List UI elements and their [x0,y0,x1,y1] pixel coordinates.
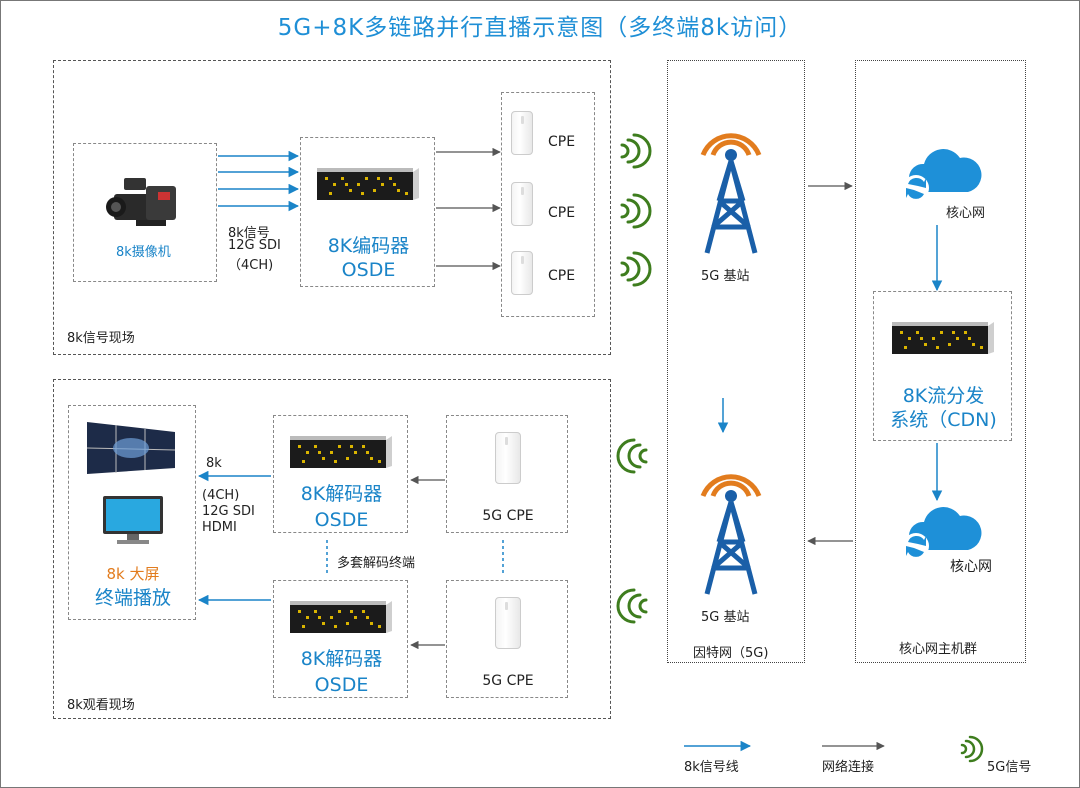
decoder-server-icon [290,436,392,468]
base-station-label-upper: 5G 基站 [701,269,750,284]
camera-label: 8k摄像机 [116,245,171,260]
display-line2: 终端播放 [94,587,171,609]
cloud-icon-upper [903,149,982,201]
cpe-device-icon [511,182,533,226]
core-cluster-region [855,60,1026,663]
decoder-name-2: 8K解码器 [300,648,383,670]
cloud-icon-lower [903,507,982,559]
decoder-model-1: OSDE [314,509,369,531]
output-desc-4: HDMI [202,520,237,535]
wave-icon [620,193,652,229]
signal-site-region [53,60,611,355]
legend-network-label: 网络连接 [822,760,875,775]
tower-icon-upper [700,133,762,254]
internet-label: 因特网（5G) [693,646,769,661]
wave-icon-group-right [620,133,652,287]
camera-box: 8k摄像机 [73,143,217,282]
cpe-box-lower-1: 5G CPE [446,415,568,533]
decoder-box-1: 8K解码器 OSDE [273,415,408,533]
cpe-device-icon [511,111,533,155]
wave-icon [620,133,652,169]
cpe-label-2: CPE [548,205,576,221]
cpe-group-upper: CPE CPE CPE [501,92,595,317]
output-desc-2: (4CH) [202,488,240,503]
core-network-label-upper: 核心网 [946,206,986,221]
decoder-box-2: 8K解码器 OSDE [273,580,408,698]
multi-decoder-note: 多套解码终端 [337,556,416,571]
cpe-label-1: CPE [548,134,576,150]
signal-site-label: 8k信号现场 [67,331,135,346]
output-desc-1: 8k [206,456,222,471]
display-line1: 8k 大屏 [106,565,160,583]
cpe-box-lower-2: 5G CPE [446,580,568,698]
cpe-device-icon [495,432,521,484]
wave-icon [616,588,648,624]
wave-icon-group-left [616,438,648,624]
cpe-device-icon [511,251,533,295]
core-network-label-lower: 核心网 [950,559,992,575]
wave-icon [620,251,652,287]
decoder-server-icon [290,601,392,633]
cdn-server-icon [892,322,994,354]
legend-signal-label: 8k信号线 [684,760,739,775]
signal-desc-3: （4CH) [228,258,274,273]
camera-icon [106,178,176,226]
encoder-name: 8K编码器 [327,235,410,257]
internet-region [667,60,805,663]
core-cluster-label: 核心网主机群 [899,642,978,657]
encoder-cpe-lines [436,147,501,271]
signal-desc-1: 8k信号 [228,226,270,241]
decoder-model-2: OSDE [314,674,369,696]
cpe-lower-label-2: 5G CPE [482,673,534,689]
page-title: 5G+8K多链路并行直播示意图（多终端8k访问） [277,15,803,41]
cpe-label-3: CPE [548,268,576,284]
viewing-site-label: 8k观看现场 [67,698,135,713]
tower-icon-lower [700,474,762,595]
wave-icon [616,438,648,474]
legend-5g-label: 5G信号 [987,760,1032,775]
monitor-icon [103,496,163,544]
signal-desc-2: 12G SDI [228,238,281,253]
cdn-line2: 系统（CDN) [890,409,997,431]
display-box: 8k 大屏 终端播放 [68,405,196,620]
viewing-site-region [53,379,611,719]
encoder-box: 8K编码器 OSDE [300,137,435,287]
sdi-signal-lines [218,150,300,212]
decoder-name-1: 8K解码器 [300,483,383,505]
encoder-server-icon [317,168,419,200]
output-desc-3: 12G SDI [202,504,255,519]
base-station-label-lower: 5G 基站 [701,610,750,625]
encoder-model: OSDE [341,259,396,281]
cdn-box: 8K流分发 系统（CDN) [873,291,1012,441]
legend-5g-wave-icon [960,735,984,763]
cdn-line1: 8K流分发 [902,385,985,407]
cpe-device-icon [495,597,521,649]
cpe-lower-label-1: 5G CPE [482,508,534,524]
video-wall-icon [87,422,175,474]
